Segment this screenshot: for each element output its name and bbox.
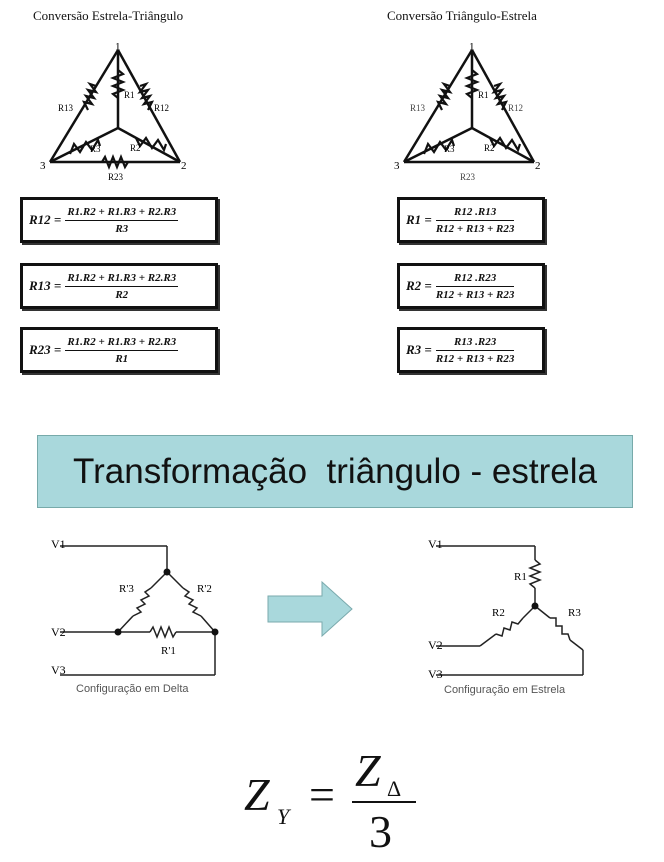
- formula-r2: R2 = R12 .R23 R12 + R13 + R23: [397, 263, 545, 309]
- fraction-bar: [65, 219, 179, 221]
- formula-numerator: R12 .R13: [454, 205, 497, 218]
- resistor-label-r1: R1: [124, 90, 135, 100]
- resistor-label-r1: R1: [478, 90, 489, 100]
- formula-fraction: R12 .R23 R12 + R13 + R23: [435, 271, 515, 301]
- resistor-label-r2: R2: [484, 143, 495, 153]
- formula-denominator: R12 + R13 + R23: [435, 222, 515, 235]
- formula-denominator: R3: [115, 222, 129, 235]
- formula-lhs: R13 =: [29, 278, 62, 293]
- formula-numerator: R1.R2 + R1.R3 + R2.R3: [67, 205, 177, 218]
- label-v3: V3: [51, 663, 66, 677]
- formula-fraction: R1.R2 + R1.R3 + R2.R3 R1: [65, 335, 179, 365]
- node-label-2: 2: [535, 160, 541, 172]
- resistor-label-r23: R23: [108, 172, 124, 182]
- right-panel-title: Conversão Triângulo-Estrela: [387, 8, 537, 23]
- formula-fraction: R13 .R23 R12 + R13 + R23: [435, 335, 515, 365]
- formula-fraction: R1.R2 + R1.R3 + R2.R3 R3: [65, 205, 179, 235]
- equation-equals: =: [309, 769, 335, 820]
- node-label-1: 1: [115, 41, 121, 53]
- label-r-prime-3: R'3: [119, 583, 134, 595]
- impedance-equation: Z Y = Z Δ 3: [244, 745, 444, 858]
- fraction-bar: [435, 219, 515, 221]
- star-to-delta-diagram: 1 2 3 R13 R1 R12 R3 R2 R23: [40, 41, 187, 182]
- formula-r13: R13 = R1.R2 + R1.R3 + R2.R3 R2: [20, 263, 218, 309]
- formula-r12: R12 = R1.R2 + R1.R3 + R2.R3 R3: [20, 197, 218, 243]
- formula-denominator: R12 + R13 + R23: [435, 352, 515, 365]
- label-v3: V3: [428, 667, 443, 681]
- label-v2: V2: [51, 625, 66, 639]
- label-v1: V1: [51, 537, 66, 551]
- fraction-bar: [352, 801, 416, 803]
- label-v1: V1: [428, 537, 443, 551]
- node-label-2: 2: [181, 160, 187, 172]
- label-r3: R3: [568, 607, 581, 619]
- label-r-prime-1: R'1: [161, 645, 176, 657]
- formula-numerator: R12 .R23: [454, 271, 497, 284]
- formula-lhs: R12 =: [29, 212, 62, 227]
- fraction-bar: [65, 349, 179, 351]
- section-banner: Transformação triângulo - estrela: [37, 435, 633, 508]
- formula-fraction: R12 .R13 R12 + R13 + R23: [435, 205, 515, 235]
- fraction-bar: [65, 285, 179, 287]
- resistor-label-r13: R13: [410, 103, 426, 113]
- right-arrow-icon: [267, 580, 353, 638]
- delta-circuit: V1 V2 V3 R'3 R'2 R'1 Configuração em Del…: [51, 537, 219, 695]
- star-circuit: V1 V2 V3 R1 R2 R3 Configuração em Estrel…: [428, 537, 584, 696]
- equation-denominator: 3: [369, 806, 392, 857]
- node-label-1: 1: [469, 41, 475, 53]
- resistor-label-r13: R13: [58, 103, 74, 113]
- resistor-label-r12: R12: [154, 103, 169, 113]
- resistor-label-r12: R12: [508, 103, 523, 113]
- formula-denominator: R12 + R13 + R23: [435, 288, 515, 301]
- formula-numerator: R1.R2 + R1.R3 + R2.R3: [67, 271, 177, 284]
- delta-caption: Configuração em Delta: [76, 683, 189, 695]
- label-r1: R1: [514, 571, 527, 583]
- formula-numerator: R13 .R23: [454, 335, 497, 348]
- formula-lhs: R1 =: [406, 212, 432, 227]
- resistor-label-r23: R23: [460, 172, 476, 182]
- formula-denominator: R2: [115, 288, 129, 301]
- equation-numerator: Z: [355, 745, 381, 796]
- fraction-bar: [435, 349, 515, 351]
- equation-lhs: Z: [244, 769, 270, 820]
- star-caption: Configuração em Estrela: [444, 684, 566, 696]
- resistor-label-r3: R3: [90, 144, 101, 154]
- delta-to-star-diagram: 1 2 3 R13 R1 R12 R3 R2 R23: [394, 41, 541, 182]
- resistor-label-r2: R2: [130, 143, 141, 153]
- label-r2: R2: [492, 607, 505, 619]
- formula-r1: R1 = R12 .R13 R12 + R13 + R23: [397, 197, 545, 243]
- formula-denominator: R1: [115, 352, 129, 365]
- formula-numerator: R1.R2 + R1.R3 + R2.R3: [67, 335, 177, 348]
- equation-numerator-subscript: Δ: [387, 776, 402, 801]
- node-label-3: 3: [394, 160, 400, 172]
- label-r-prime-2: R'2: [197, 583, 212, 595]
- label-v2: V2: [428, 638, 443, 652]
- resistor-label-r3: R3: [444, 144, 455, 154]
- left-panel-title: Conversão Estrela-Triângulo: [33, 8, 184, 23]
- formula-lhs: R3 =: [406, 342, 432, 357]
- formula-fraction: R1.R2 + R1.R3 + R2.R3 R2: [65, 271, 179, 301]
- node-label-3: 3: [40, 160, 46, 172]
- formula-r23: R23 = R1.R2 + R1.R3 + R2.R3 R1: [20, 327, 218, 373]
- formula-r3: R3 = R13 .R23 R12 + R13 + R23: [397, 327, 545, 373]
- equation-lhs-subscript: Y: [277, 804, 290, 829]
- formula-lhs: R2 =: [406, 278, 432, 293]
- formula-lhs: R23 =: [29, 342, 62, 357]
- fraction-bar: [435, 285, 515, 287]
